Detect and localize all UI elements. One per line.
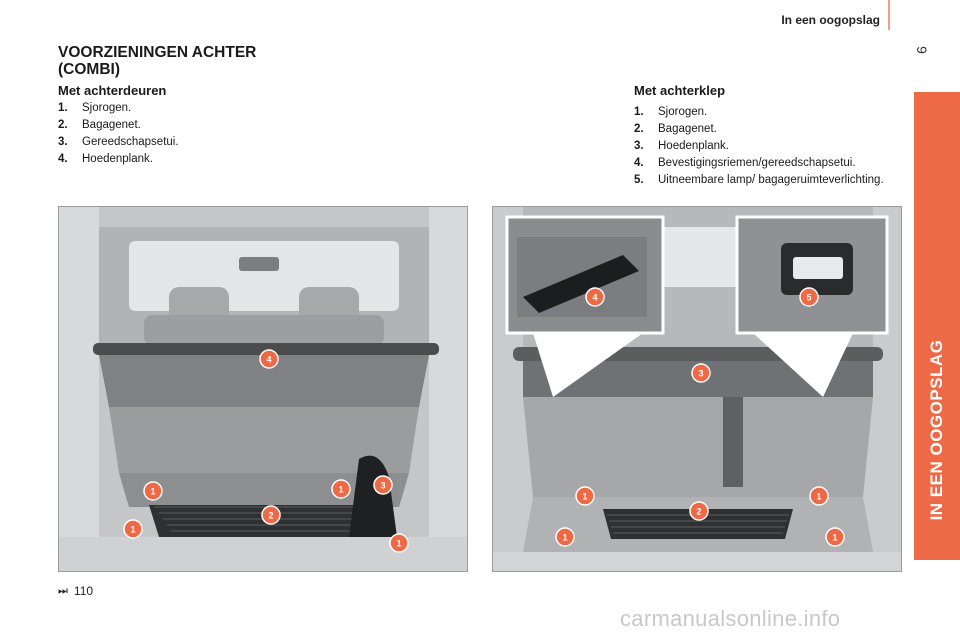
- tailgate-photo: 4 5 3 1 1 2 1 1: [492, 206, 902, 572]
- svg-text:1: 1: [396, 539, 401, 549]
- list-item: 4. Bevestigingsriemen/gereedschapsetui.: [634, 155, 904, 172]
- side-tab: [914, 92, 960, 560]
- item-number: 2.: [58, 119, 68, 131]
- rear-doors-illustration: 4 1 1 3 1 2 1: [59, 207, 467, 571]
- callout-badge: 2: [689, 501, 709, 521]
- item-text: Bagagenet.: [82, 119, 141, 131]
- arrow-end-icon: ⏭: [58, 584, 68, 597]
- callout-badge: 1: [143, 481, 163, 501]
- list-item: 2. Bagagenet.: [58, 117, 318, 134]
- svg-text:1: 1: [338, 485, 343, 495]
- callout-badge: 1: [809, 486, 829, 506]
- item-text: Sjorogen.: [658, 106, 708, 118]
- svg-text:1: 1: [562, 533, 567, 543]
- item-number: 3.: [634, 140, 644, 152]
- callout-badge: 3: [691, 363, 711, 383]
- item-text: Gereedschapsetui.: [82, 136, 179, 148]
- header-divider: [888, 0, 890, 30]
- svg-text:2: 2: [696, 507, 701, 517]
- svg-text:1: 1: [582, 492, 587, 502]
- list-item: 2. Bagagenet.: [634, 121, 904, 138]
- svg-text:1: 1: [150, 487, 155, 497]
- watermark: carmanualsonline.info: [620, 606, 841, 631]
- callout-badge: 5: [799, 287, 819, 307]
- item-number: 3.: [58, 136, 68, 148]
- tailgate-illustration: 4 5 3 1 1 2 1 1: [493, 207, 901, 571]
- side-tab-label: IN EEN OOGOPSLAG: [927, 339, 946, 521]
- item-number: 1.: [634, 106, 644, 118]
- svg-text:4: 4: [592, 293, 597, 303]
- list-item: 1. Sjorogen.: [58, 100, 318, 117]
- callout-badge: 1: [575, 486, 595, 506]
- svg-text:3: 3: [380, 481, 385, 491]
- page-reference-number: 110: [73, 584, 94, 598]
- list-item: 3. Hoedenplank.: [634, 138, 904, 155]
- item-number: 4.: [634, 157, 644, 169]
- list-item: 3. Gereedschapsetui.: [58, 134, 318, 151]
- svg-text:5: 5: [806, 293, 811, 303]
- callout-badge: 1: [331, 479, 351, 499]
- item-number: 5.: [634, 174, 644, 186]
- item-number: 1.: [58, 102, 68, 114]
- svg-text:1: 1: [832, 533, 837, 543]
- item-text: Bagagenet.: [658, 123, 717, 135]
- item-text: Hoedenplank.: [658, 140, 729, 152]
- callout-badge: 1: [123, 519, 143, 539]
- left-item-list: 1. Sjorogen. 2. Bagagenet. 3. Gereedschapse…: [58, 100, 318, 168]
- list-item: 4. Hoedenplank.: [58, 151, 318, 168]
- item-text: Hoedenplank.: [82, 153, 153, 165]
- page-reference: ⏭ 110: [58, 584, 93, 598]
- item-number: 4.: [58, 153, 68, 165]
- rear-doors-photo: 4 1 1 3 1 2 1: [58, 206, 468, 572]
- callout-badge: 1: [555, 527, 575, 547]
- list-item: 1. Sjorogen.: [634, 104, 904, 121]
- list-item: 5. Uitneembare lamp/ bagageruimteverlicht…: [634, 172, 904, 189]
- item-text: Sjorogen.: [82, 102, 132, 114]
- callout-badge: 1: [389, 533, 409, 553]
- callout-badge: 4: [259, 349, 279, 369]
- item-text: Uitneembare lamp/ bagageruimteverlichtin…: [658, 174, 884, 186]
- item-number: 2.: [634, 123, 644, 135]
- callout-badge: 4: [585, 287, 605, 307]
- item-text: Bevestigingsriemen/gereedschapsetui.: [658, 157, 856, 169]
- callout-badge: 3: [373, 475, 393, 495]
- header-title: In een oogopslag: [781, 13, 880, 27]
- page-title-line1: VOORZIENINGEN ACHTER: [58, 44, 257, 61]
- svg-text:4: 4: [266, 355, 271, 365]
- left-section-heading: Met achterdeuren: [58, 83, 167, 98]
- page-number: 9: [914, 46, 930, 54]
- svg-text:3: 3: [698, 369, 703, 379]
- callout-badge: 1: [825, 527, 845, 547]
- svg-text:2: 2: [268, 511, 273, 521]
- callout-badge: 2: [261, 505, 281, 525]
- svg-text:1: 1: [130, 525, 135, 535]
- right-section-heading: Met achterklep: [634, 83, 726, 98]
- page-title: VOORZIENINGEN ACHTER (COMBI): [58, 44, 318, 78]
- right-item-list: 1.Sjorogen. 2.Bagagenet. 3.Hoedenplank. …: [634, 104, 904, 189]
- svg-text:1: 1: [816, 492, 821, 502]
- page-title-line2: (COMBI): [58, 61, 120, 78]
